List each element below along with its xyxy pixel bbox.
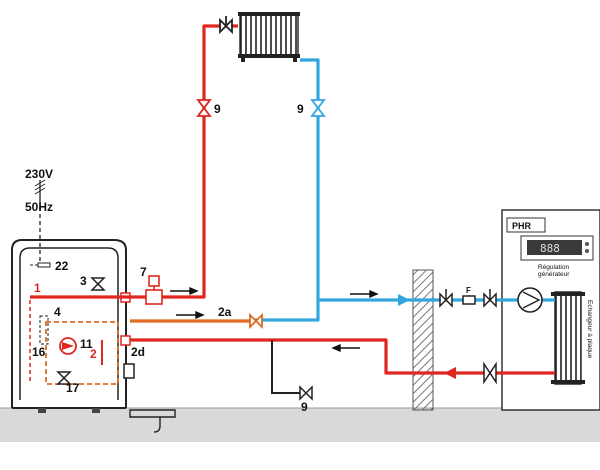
- label-9-right: 9: [297, 102, 304, 116]
- drain: [129, 409, 176, 433]
- label-11: 11: [80, 337, 93, 351]
- label-9-left: 9: [214, 102, 221, 116]
- label-7: 7: [140, 265, 147, 279]
- wall: [412, 269, 434, 411]
- filter-label: F: [466, 286, 471, 295]
- phr-unit: PHR 888 Régulation générateur Echangeur …: [501, 209, 600, 411]
- arrow-icon: [170, 286, 379, 353]
- valve-icon: [196, 16, 233, 117]
- label-4: 4: [54, 305, 61, 319]
- valve-3: [90, 277, 106, 291]
- drain-branch: [271, 340, 300, 394]
- regulation-label: Régulation: [538, 264, 569, 271]
- valve-wall-left: [439, 289, 453, 308]
- cold-arrow-icon: [398, 294, 410, 306]
- label-22: 22: [55, 259, 69, 273]
- floor: [0, 408, 600, 442]
- radiator-icon: [238, 12, 300, 62]
- boiler-pump-icon: [59, 337, 77, 355]
- valve-wall-right: [483, 289, 497, 308]
- label-2d: 2d: [131, 345, 145, 359]
- label-2: 2: [90, 347, 97, 361]
- hot-arrow-icon: [444, 367, 456, 379]
- label-17: 17: [66, 381, 80, 395]
- regulation-display: 888: [520, 235, 594, 261]
- voltage-label: 230V: [25, 167, 53, 181]
- filter-icon: [462, 295, 476, 305]
- exchanger-label: Echangeur à plaque: [586, 300, 593, 359]
- valve-return-phr: [483, 361, 497, 385]
- boiler: [11, 239, 135, 413]
- valve-right-9: [310, 99, 326, 117]
- label-9-bottom: 9: [301, 400, 308, 414]
- valve-17: [56, 371, 72, 385]
- label-2a: 2a: [218, 305, 232, 319]
- generator-label: générateur: [538, 271, 570, 278]
- component-7: [145, 275, 163, 305]
- display-icon: 888: [540, 242, 560, 255]
- return-pipe-cold-radiator: [250, 58, 320, 322]
- valve-2a: [249, 312, 263, 330]
- valve-drain-9: [299, 385, 313, 401]
- pump-icon: [517, 287, 543, 313]
- label-3: 3: [80, 274, 87, 288]
- frequency-label: 50Hz: [25, 200, 53, 214]
- plate-exchanger: [551, 291, 585, 385]
- phr-title: PHR: [512, 221, 532, 231]
- supply-pipe-hot: [30, 24, 238, 299]
- inner-circuit: [45, 321, 119, 385]
- label-1: 1: [34, 281, 41, 295]
- label-16: 16: [32, 345, 46, 359]
- return-pipe-hot: [130, 338, 555, 375]
- power-supply: [34, 179, 46, 262]
